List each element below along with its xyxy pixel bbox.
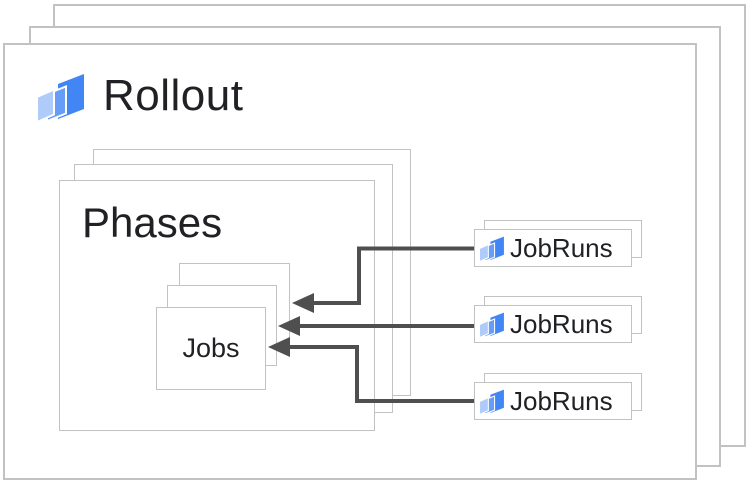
rollout-header: Rollout [36,70,243,122]
jobruns-2-box: JobRuns [474,305,632,343]
rollout-title: Rollout [103,71,244,120]
jobs-title: Jobs [182,333,240,363]
cloud-deploy-icon [36,70,88,122]
jobruns-1-box: JobRuns [474,229,632,267]
cloud-deploy-icon [479,387,506,415]
jobs-box: Jobs [156,307,266,390]
phases-title: Phases [82,199,223,246]
jobruns-3-box: JobRuns [474,382,632,420]
jobruns-3-label: JobRuns [510,386,613,416]
jobruns-2-label: JobRuns [510,309,613,339]
cloud-deploy-icon [479,234,506,262]
jobruns-1-label: JobRuns [510,233,613,263]
cloud-deploy-icon [479,310,506,338]
